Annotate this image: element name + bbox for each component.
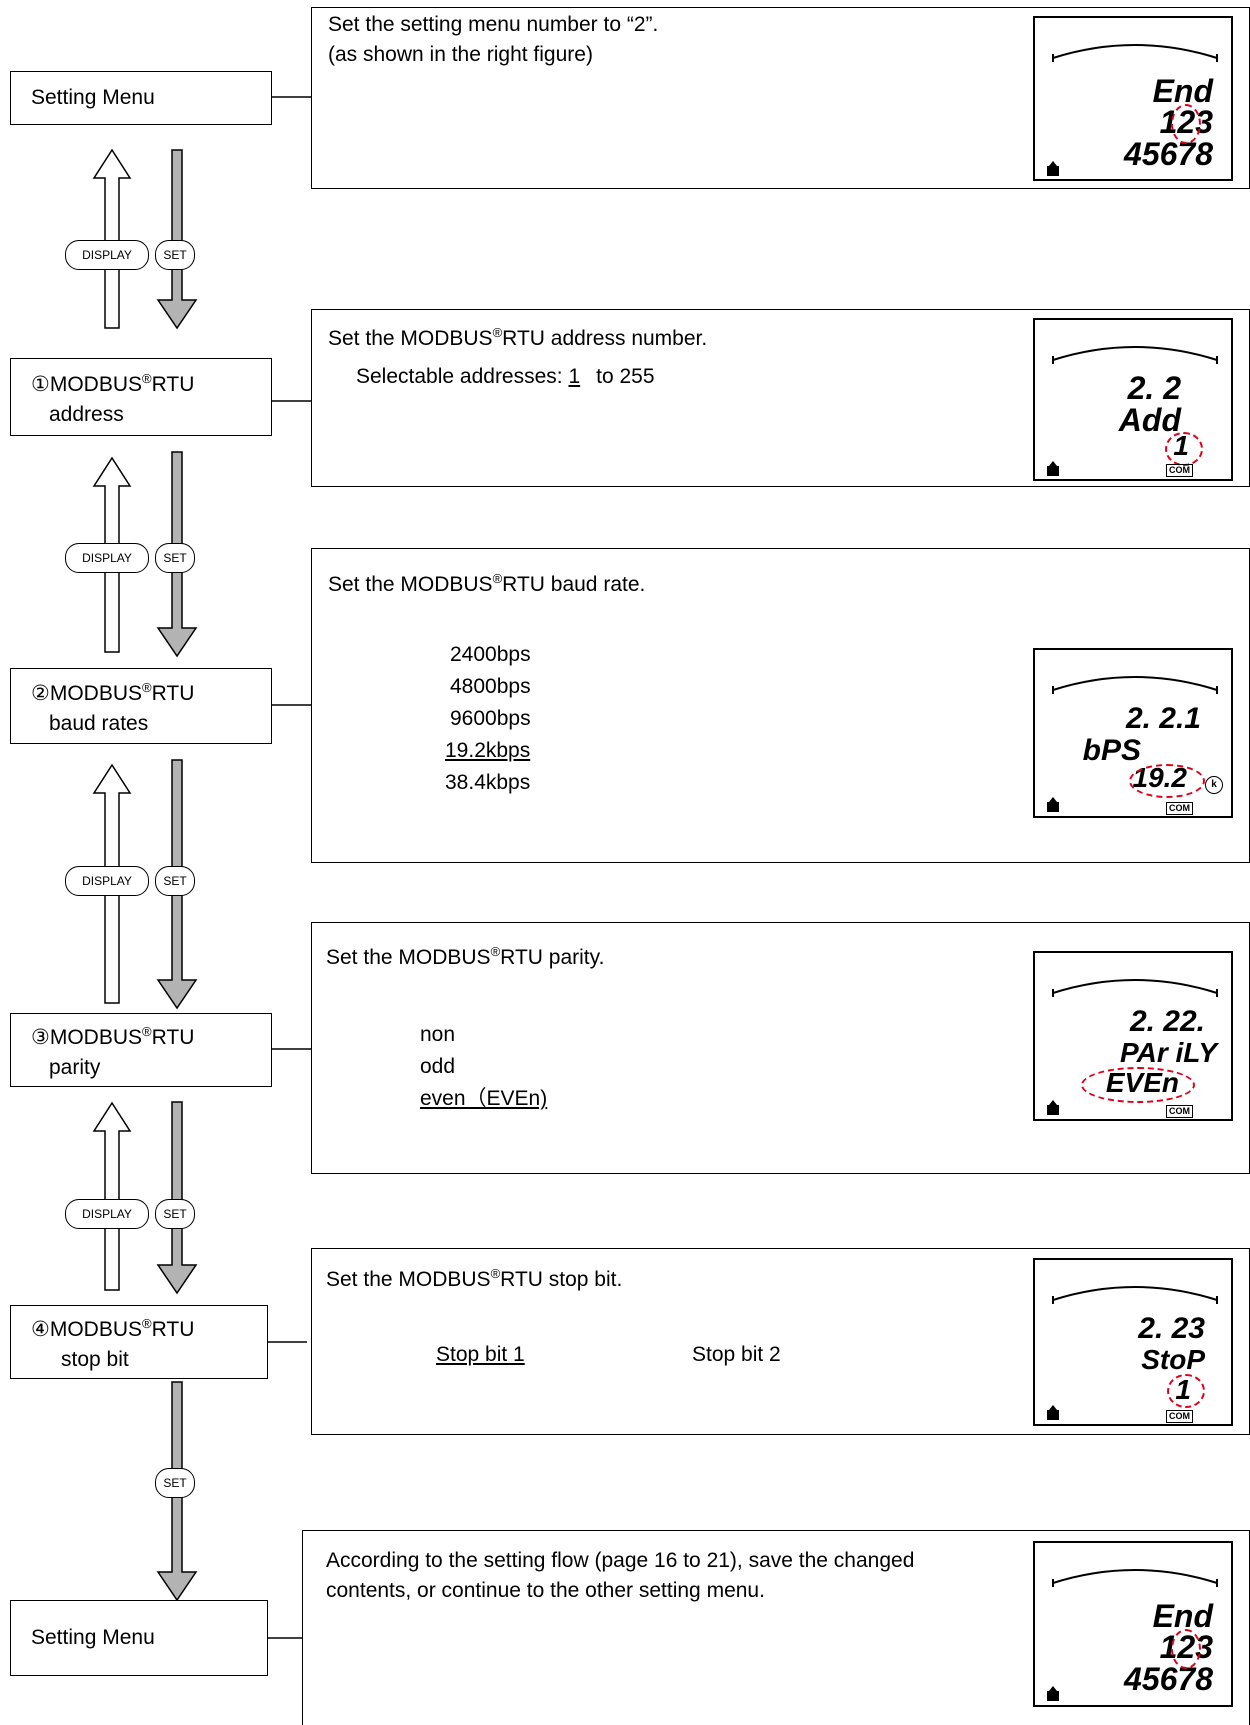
baud-option: 4800bps — [450, 675, 531, 698]
lcd-text-bot: 45678 — [1124, 1661, 1213, 1697]
button-pair-1: DISPLAY SET — [65, 240, 205, 270]
blink-marker — [1171, 104, 1201, 144]
lcd-text-top: End — [1152, 73, 1213, 109]
stop-bit-option-default: Stop bit 1 — [436, 1343, 525, 1366]
lcd-text-bot: 45678 — [1124, 136, 1213, 172]
blink-marker — [1165, 432, 1203, 466]
step-panel-links — [268, 96, 311, 1639]
panel2-title: Set the MODBUS®RTU address number. — [328, 325, 708, 350]
lcd-display-parity: 2. 22. PAr iLY EVEn COM — [1033, 951, 1233, 1121]
com-badge: COM — [1166, 1410, 1193, 1423]
blink-marker — [1167, 1374, 1205, 1408]
panel6-line2: contents, or continue to the other setti… — [326, 1579, 765, 1602]
blink-marker — [1081, 1067, 1195, 1103]
blink-marker — [1171, 1629, 1201, 1669]
baud-option-default: 19.2kbps — [445, 739, 531, 762]
com-badge: COM — [1166, 802, 1193, 815]
lcd-display-menu-bottom: End 123 45678 — [1033, 1541, 1233, 1707]
button-pair-2: DISPLAY SET — [65, 543, 205, 573]
set-button[interactable]: SET — [155, 866, 195, 896]
set-button-final[interactable]: SET — [155, 1468, 195, 1498]
button-pair-3: DISPLAY SET — [65, 866, 205, 896]
lcd-text-mid: Add — [1118, 402, 1181, 438]
step-modbus-address: ①MODBUS®RTU address — [10, 358, 272, 436]
blink-marker — [1129, 764, 1205, 798]
address-default: 1 — [568, 365, 581, 388]
baud-option: 2400bps — [450, 643, 531, 666]
step-modbus-parity: ③MODBUS®RTU parity — [10, 1013, 272, 1087]
com-badge: COM — [1166, 464, 1193, 477]
lcd-text-top: 2. 2.1 — [1125, 702, 1201, 735]
lcd-text-top: 2. 2 — [1127, 370, 1181, 406]
lcd-text-mid: bPS — [1082, 734, 1141, 767]
button-pair-4: DISPLAY SET — [65, 1199, 205, 1229]
lcd-display-menu-top: End 123 45678 — [1033, 16, 1233, 181]
lcd-display-address: 2. 2 Add 1 COM — [1033, 318, 1233, 481]
parity-option: odd — [420, 1055, 456, 1078]
baud-option: 38.4kbps — [445, 771, 531, 794]
step-setting-menu-top: Setting Menu — [10, 71, 272, 125]
lcd-text-top: End — [1152, 1598, 1213, 1634]
panel4-title: Set the MODBUS®RTU parity. — [326, 944, 605, 969]
panel1-line2: (as shown in the right figure) — [328, 43, 593, 66]
display-button[interactable]: DISPLAY — [65, 1199, 149, 1229]
step-modbus-stop-bit: ④MODBUS®RTU stop bit — [10, 1305, 268, 1379]
step-setting-menu-bottom: Setting Menu — [10, 1600, 268, 1676]
lcd-text-top: 2. 23 — [1138, 1312, 1205, 1345]
display-button[interactable]: DISPLAY — [65, 866, 149, 896]
display-button[interactable]: DISPLAY — [65, 543, 149, 573]
step-modbus-baud-rates: ②MODBUS®RTU baud rates — [10, 668, 272, 744]
lcd-text-mid: PAr iLY — [1120, 1037, 1217, 1068]
display-button[interactable]: DISPLAY — [65, 240, 149, 270]
panel5-title: Set the MODBUS®RTU stop bit. — [326, 1266, 623, 1291]
panel6-line1: According to the setting flow (page 16 t… — [326, 1549, 915, 1572]
lcd-display-baud: 2. 2.1 bPS 19.2 k COM — [1033, 648, 1233, 818]
baud-option: 9600bps — [450, 707, 531, 730]
panel3-title: Set the MODBUS®RTU baud rate. — [328, 571, 646, 596]
unit-k-icon: k — [1205, 776, 1223, 794]
set-button[interactable]: SET — [155, 543, 195, 573]
lcd-display-stop-bit: 2. 23 StoP 1 COM — [1033, 1258, 1233, 1426]
parity-option: non — [420, 1023, 456, 1046]
stop-bit-option: Stop bit 2 — [692, 1343, 781, 1366]
set-button[interactable]: SET — [155, 240, 195, 270]
lcd-text-mid: StoP — [1141, 1344, 1205, 1375]
com-badge: COM — [1166, 1105, 1193, 1118]
parity-option-default: even（EVEn) — [420, 1087, 548, 1110]
set-button[interactable]: SET — [155, 1199, 195, 1229]
lcd-text-top: 2. 22. — [1129, 1005, 1205, 1038]
panel1-line1: Set the setting menu number to “2”. — [328, 13, 659, 36]
